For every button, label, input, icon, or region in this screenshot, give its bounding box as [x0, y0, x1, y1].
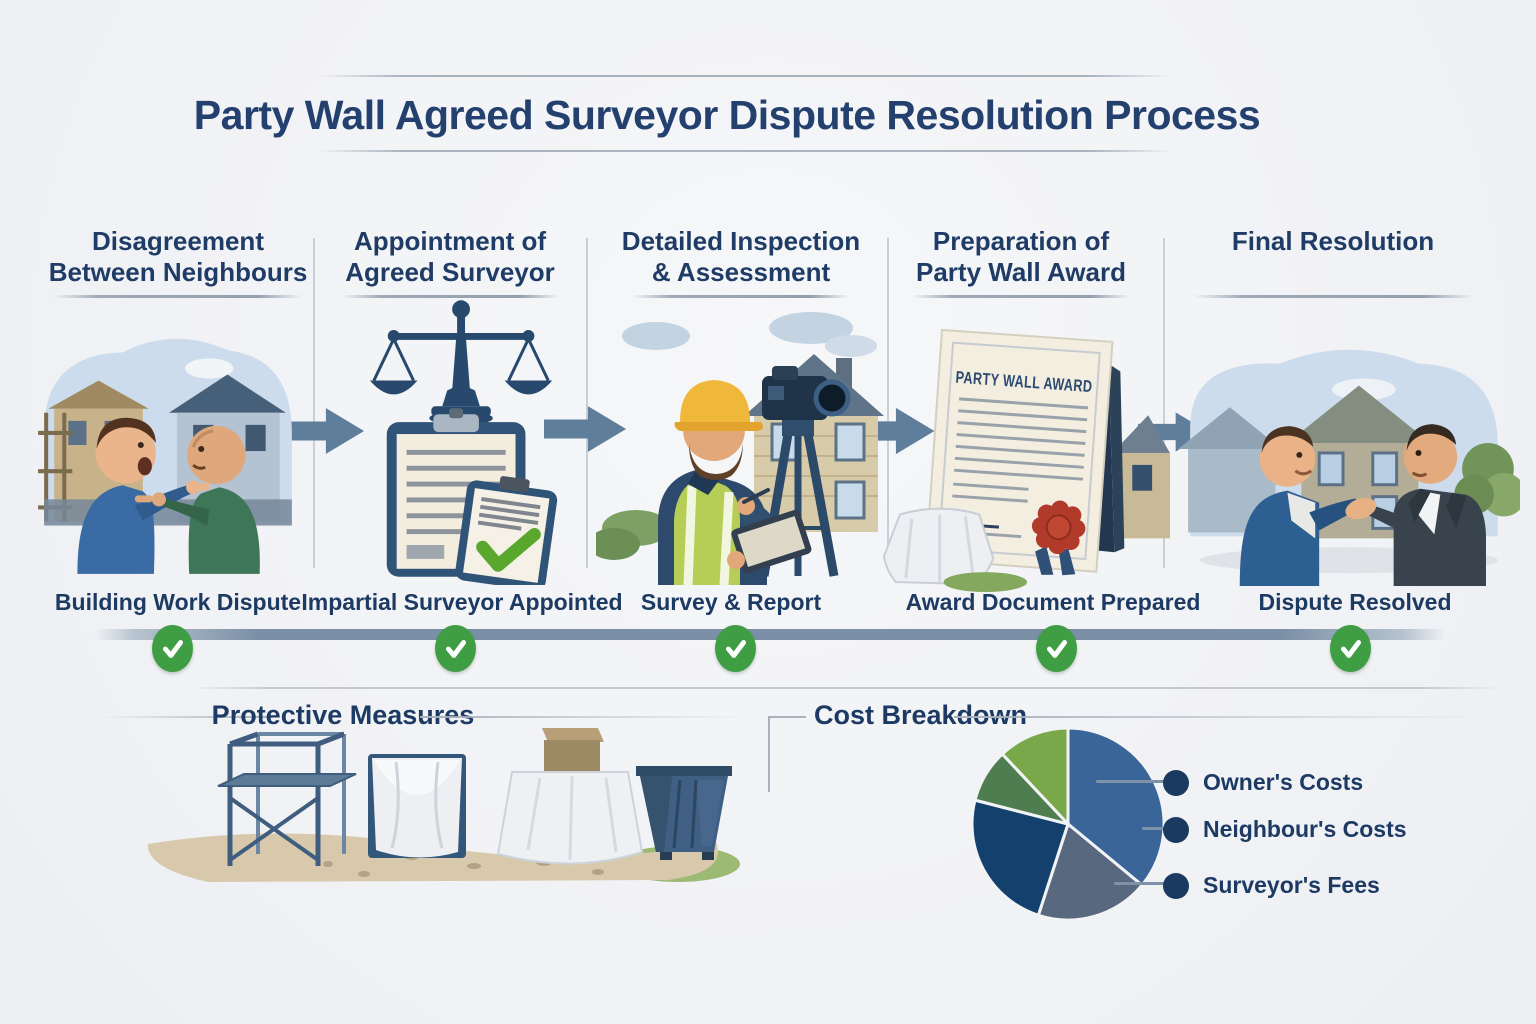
green-check-icon — [476, 528, 541, 572]
stage-header-disagreement: Disagreement Between Neighbours — [48, 226, 308, 298]
protective-measures-illustration — [147, 728, 740, 882]
title-rule-bottom — [318, 150, 1173, 152]
column-divider — [313, 238, 315, 568]
cost-heading-bracket-horizontal — [768, 716, 806, 718]
status-label: Building Work Dispute — [54, 589, 302, 615]
party-wall-award-document-illustration: PARTY WALL AWARD — [882, 328, 1170, 592]
stage-header-line1: Preparation of — [932, 226, 1110, 256]
award-document: PARTY WALL AWARD — [924, 328, 1114, 576]
scaffolding-icon — [217, 731, 357, 866]
scales-of-justice-icon — [369, 300, 553, 426]
stage-header-underline — [1192, 295, 1473, 298]
pie-slice — [1036, 821, 1145, 922]
dust-sheet-covered-table — [882, 507, 1027, 592]
approved-clipboard-icon — [455, 476, 558, 585]
pie-slice — [1000, 726, 1070, 828]
check-icon — [1330, 625, 1371, 672]
legend-item-neighbours-costs: Neighbour's Costs — [1163, 816, 1407, 843]
legend-label: Owner's Costs — [1203, 769, 1364, 795]
page-title: Party Wall Agreed Surveyor Dispute Resol… — [193, 92, 1261, 138]
legend-dot-icon — [1163, 769, 1189, 796]
stage-header-preparation: Preparation of Party Wall Award — [912, 226, 1130, 298]
stage-header-line1: Appointment of — [353, 226, 547, 256]
left-neighbour — [77, 417, 211, 574]
status-label: Dispute Resolved — [1258, 589, 1452, 615]
right-neighbour — [134, 425, 260, 574]
stage-header-appointment: Appointment of Agreed Surveyor — [341, 226, 559, 298]
check-icon — [435, 625, 476, 672]
pie-slice — [1066, 726, 1166, 888]
surveyor-with-camera-illustration — [596, 312, 884, 585]
legend-dot-icon — [1163, 872, 1189, 899]
column-divider — [1163, 238, 1165, 568]
stage-header-line2: Between Neighbours — [48, 257, 308, 287]
legend-label: Surveyor's Fees — [1203, 872, 1380, 898]
flow-arrow-icon — [544, 406, 627, 452]
cost-pie-chart — [970, 726, 1166, 922]
builders-skip-icon — [636, 766, 732, 860]
stage-header-underline — [54, 295, 302, 298]
protective-measures-heading: Protective Measures — [211, 700, 475, 730]
handshake-hands — [1345, 497, 1377, 520]
stage-header-line2: Party Wall Award — [916, 257, 1126, 287]
status-label: Survey & Report — [640, 589, 822, 615]
pie-slice — [970, 798, 1070, 918]
check-icon — [1036, 625, 1077, 672]
legend-label: Neighbour's Costs — [1203, 816, 1407, 842]
section-separator — [190, 687, 1502, 689]
stage-header-line1: Disagreement — [92, 226, 264, 256]
protective-heading-line-left — [100, 716, 272, 718]
handshake-illustration — [1178, 349, 1520, 586]
wax-seal-icon — [1031, 500, 1086, 576]
stage-header-line1: Detailed Inspection — [621, 226, 861, 256]
flow-arrow-icon — [282, 408, 365, 454]
survey-camera-tripod-icon — [759, 366, 851, 577]
timeline-bar — [95, 629, 1445, 640]
stage-header-underline — [341, 295, 559, 298]
stage-header-line1: Final Resolution — [1231, 226, 1435, 256]
stage-header-underline — [631, 295, 850, 298]
stage-header-underline — [912, 295, 1130, 298]
dust-sheet-covered-table-icon — [496, 728, 644, 865]
pie-connector-line — [1114, 882, 1168, 885]
legend-dot-icon — [1163, 816, 1189, 843]
cost-heading-bracket-vertical — [768, 716, 770, 792]
title-rule-top — [318, 75, 1173, 77]
stage-header-inspection: Detailed Inspection & Assessment — [621, 226, 861, 298]
stage-header-resolution: Final Resolution — [1192, 226, 1473, 298]
status-label: Award Document Prepared — [905, 589, 1201, 615]
check-icon — [715, 625, 756, 672]
two-neighbours-arguing-illustration — [38, 338, 292, 574]
cost-heading-line-right — [954, 716, 1490, 718]
column-divider — [586, 238, 588, 568]
surveyor — [658, 380, 812, 585]
status-label: Impartial Surveyor Appointed — [301, 589, 623, 615]
stage-header-line2: Agreed Surveyor — [345, 257, 555, 287]
stage-header-line2: & Assessment — [651, 257, 831, 287]
sheeted-frame-icon — [368, 754, 466, 858]
check-icon — [152, 625, 193, 672]
scales-and-clipboards-illustration — [369, 300, 558, 585]
cost-breakdown-heading: Cost Breakdown — [814, 700, 1028, 730]
legend-item-surveyors-fees: Surveyor's Fees — [1163, 872, 1380, 899]
flow-arrow-icon — [851, 407, 935, 455]
pie-connector-line — [1096, 780, 1166, 783]
column-divider — [887, 238, 889, 568]
protective-heading-line-right — [420, 716, 748, 718]
legend-item-owners-costs: Owner's Costs — [1163, 769, 1363, 796]
pie-connector-line — [1142, 827, 1168, 830]
